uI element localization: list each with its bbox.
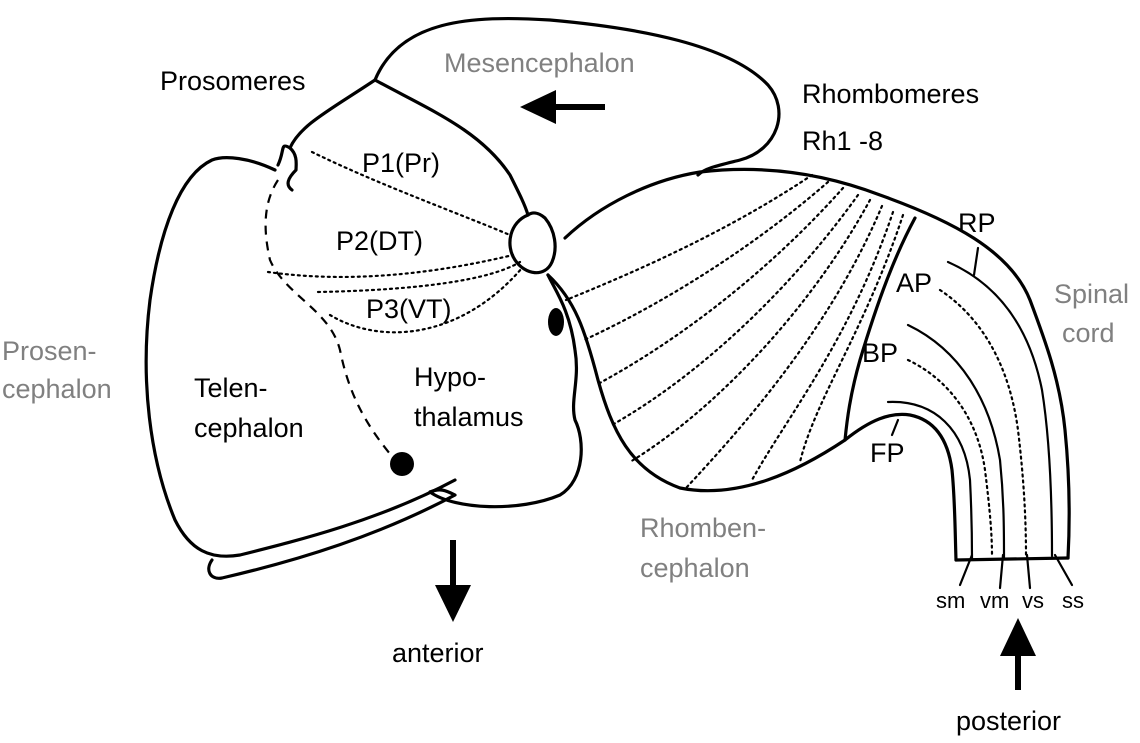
label-telencephalon-2: cephalon — [194, 413, 304, 443]
label-p3: P3(VT) — [366, 294, 452, 324]
rh-sc-boundary — [843, 216, 917, 442]
label-p2: P2(DT) — [336, 226, 423, 256]
fp-tick — [890, 418, 900, 437]
mesencephalon-arrow — [520, 90, 605, 124]
alar-basal-boundary — [906, 323, 1006, 560]
rhombomere-line-4 — [610, 193, 860, 427]
label-p1: P1(Pr) — [362, 148, 440, 178]
dot-hypothalamus — [548, 308, 564, 336]
rhombomere-line-1 — [564, 173, 814, 302]
label-anterior: anterior — [392, 638, 484, 668]
prosomere-line-2 — [266, 253, 515, 279]
label-spinal-cord-2: cord — [1062, 318, 1115, 348]
label-mesencephalon: Mesencephalon — [444, 48, 635, 78]
label-prosomeres: Prosomeres — [160, 66, 306, 96]
label-rp: RP — [958, 208, 996, 238]
label-posterior: posterior — [956, 706, 1061, 736]
hypothalamus-outline — [428, 273, 583, 509]
label-spinal-cord-1: Spinal — [1054, 279, 1129, 309]
label-prosencephalon-1: Prosen- — [2, 336, 97, 366]
label-ap: AP — [896, 268, 932, 298]
label-telencephalon-1: Telen- — [194, 373, 268, 403]
posterior-arrow — [1000, 618, 1036, 690]
label-rhombomeres: Rhombomeres — [802, 79, 979, 109]
spinal-cord-end — [954, 556, 1070, 562]
isthmus-loop — [508, 211, 557, 275]
rhombomere-line-5 — [628, 198, 872, 464]
prosomere-line-4 — [328, 266, 524, 334]
label-rhombencephalon-1: Rhomben- — [640, 513, 766, 543]
vm-leader — [998, 553, 1005, 590]
rhombomere-line-3 — [594, 186, 845, 387]
ss-leader — [1053, 553, 1074, 587]
label-hypothalamus-2: thalamus — [414, 402, 524, 432]
label-bp: BP — [862, 338, 898, 368]
label-vs: vs — [1022, 588, 1044, 613]
dot-telencephalon — [390, 452, 414, 476]
label-rh1-8: Rh1 -8 — [802, 126, 883, 156]
label-prosencephalon-2: cephalon — [2, 374, 112, 404]
label-vm: vm — [980, 588, 1009, 613]
alar-plate-dotted — [938, 288, 1028, 558]
rhombomere-line-2 — [582, 180, 830, 342]
lamina-outline — [207, 488, 457, 580]
rhombomere-line-7 — [750, 210, 895, 482]
label-ss: ss — [1062, 588, 1084, 613]
roof-plate-line — [946, 260, 1054, 558]
rp-tick — [972, 246, 980, 277]
rhombencephalon-ventral-outline — [546, 273, 958, 562]
telencephalon-boundary-dashed — [264, 179, 396, 461]
rhombencephalon-dorsal-outline — [563, 167, 1071, 560]
basal-plate-dotted — [906, 358, 994, 558]
sm-leader — [958, 553, 974, 587]
prosomere-line-3 — [316, 260, 522, 294]
mesencephalon-outline — [373, 16, 781, 177]
brain-dorsal-outline — [288, 78, 530, 217]
rhombomere-line-6 — [684, 204, 884, 490]
anterior-arrow — [435, 540, 471, 622]
label-rhombencephalon-2: cephalon — [640, 553, 750, 583]
floor-plate-line — [886, 400, 974, 560]
label-hypothalamus-1: Hypo- — [414, 362, 486, 392]
vs-leader — [1025, 553, 1032, 590]
telencephalon-outline — [144, 144, 457, 558]
rhombomere-line-8 — [798, 213, 905, 464]
label-fp: FP — [870, 438, 905, 468]
label-sm: sm — [936, 588, 965, 613]
